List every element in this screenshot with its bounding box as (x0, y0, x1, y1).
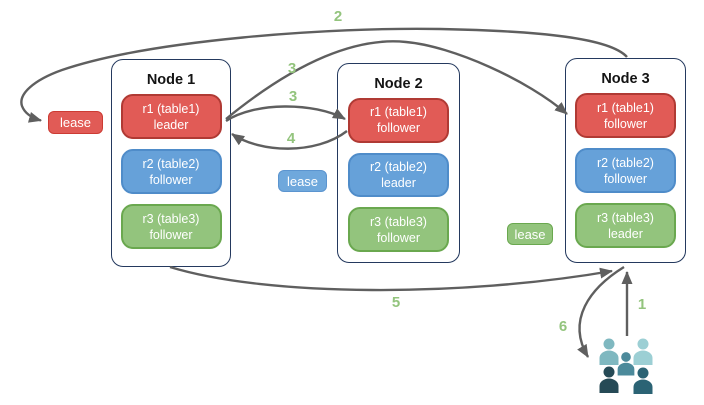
arrow-step-5-node1-to-node3 (169, 265, 613, 292)
replica-role: follower (376, 121, 421, 136)
node-3-replica-r1-follower: r1 (table1) follower (575, 93, 676, 138)
replica-label: r2 (table2) (597, 155, 654, 170)
step-label-3b: 3 (288, 88, 298, 105)
step-label-6: 6 (558, 318, 568, 335)
step-label-1: 1 (637, 296, 647, 313)
replica-role: leader (381, 176, 416, 190)
node-2-box: Node 2 r1 (table1) follower r2 (table2) … (337, 63, 460, 263)
replica-label: r3 (table3) (370, 214, 427, 229)
node-3-replica-r3-leader: r3 (table3) leader (575, 203, 676, 248)
replica-role: leader (608, 226, 643, 241)
replica-label: r2 (table2) (142, 156, 200, 171)
lease-badge-red: lease (48, 111, 103, 134)
users-group-icon (599, 338, 653, 394)
replica-role: follower (149, 227, 193, 242)
replica-role: follower (149, 172, 193, 187)
user-front-left (599, 366, 619, 393)
lease-badge-blue: lease (278, 170, 327, 192)
replica-role: follower (603, 171, 648, 186)
replica-label: r1 (table1) (370, 105, 427, 120)
replica-role: leader (153, 117, 189, 132)
node-3-box: Node 3 r1 (table1) follower r2 (table2) … (565, 58, 686, 263)
user-back-right (633, 338, 653, 365)
replica-label: r1 (table1) (142, 101, 200, 116)
arrow-step-3-node1-to-node2 (225, 105, 346, 122)
replica-label: r1 (table1) (597, 100, 654, 115)
replica-role: follower (376, 230, 421, 245)
lease-badge-green: lease (507, 223, 553, 245)
node-1-title: Node 1 (146, 72, 196, 88)
step-label-2: 2 (333, 8, 343, 25)
step-label-3a: 3 (287, 60, 297, 77)
node-1-box: Node 1 r1 (table1) leader r2 (table2) fo… (111, 59, 231, 267)
node-1-replica-r1-leader: r1 (table1) leader (120, 94, 222, 139)
replica-label: r2 (table2) (370, 160, 427, 174)
node-3-title: Node 3 (601, 71, 650, 87)
node-2-replica-r3-follower: r3 (table3) follower (348, 207, 449, 253)
node-2-replica-r1-follower: r1 (table1) follower (348, 98, 449, 143)
node-3-replica-r2-follower: r2 (table2) follower (575, 148, 676, 193)
node-1-replica-r3-follower: r3 (table3) follower (120, 204, 222, 249)
step-label-4: 4 (286, 130, 296, 147)
user-front-right (633, 367, 653, 394)
replica-label: r3 (table3) (597, 210, 654, 225)
replica-label: r3 (table3) (142, 211, 200, 226)
node-2-title: Node 2 (374, 76, 423, 92)
replica-role: follower (603, 116, 648, 131)
user-middle-center (617, 352, 635, 376)
node-1-replica-r2-follower: r2 (table2) follower (120, 149, 222, 194)
step-label-5: 5 (391, 294, 401, 311)
user-back-left (599, 338, 619, 365)
node-2-replica-r2-leader: r2 (table2) leader (348, 152, 449, 198)
